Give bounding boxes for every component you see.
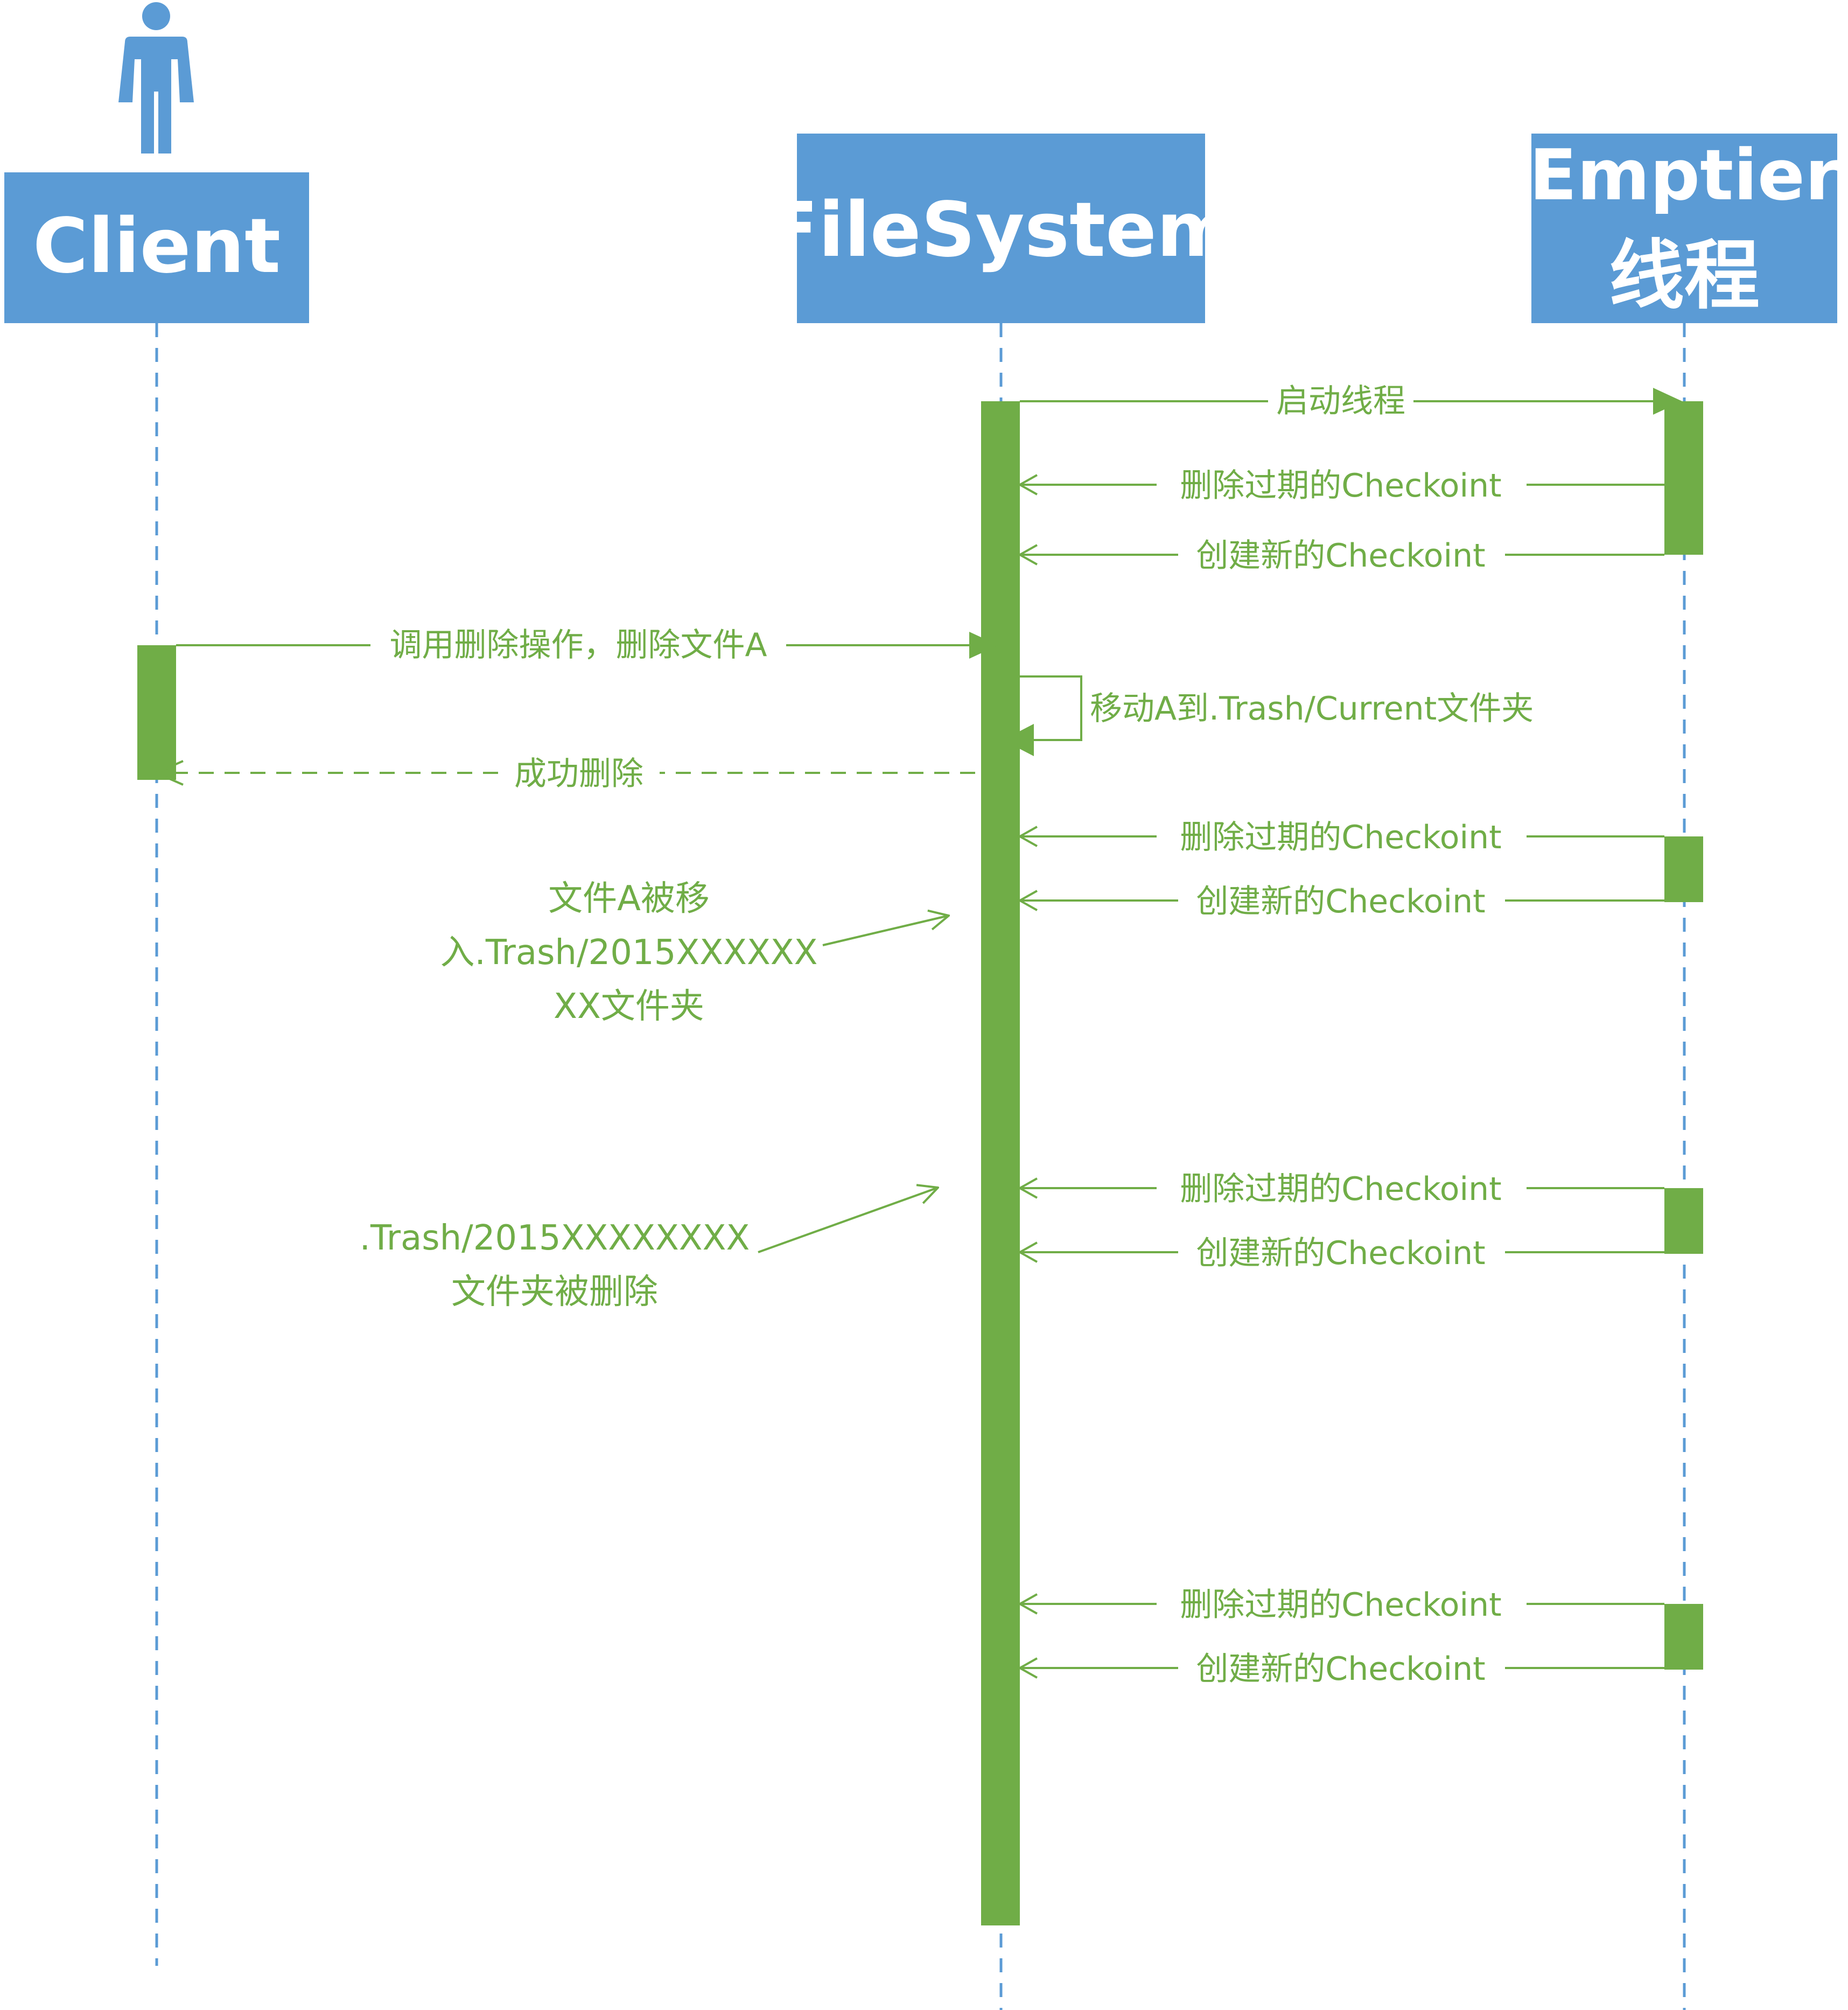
note-line: 文件A被移 — [548, 879, 710, 919]
message-start-thread: 启动线程 — [1020, 382, 1682, 420]
open-arrowhead-icon — [1017, 1593, 1038, 1615]
message-create-new-3: 创建新的Checkoint — [1017, 1234, 1664, 1272]
note-line: XX文件夹 — [554, 987, 704, 1027]
actor-client-title: Client — [33, 203, 281, 290]
message-label: 调用删除操作，删除文件A — [389, 626, 767, 664]
message-create-new-2: 创建新的Checkoint — [1017, 883, 1664, 920]
message-label: 删除过期的Checkoint — [1180, 1586, 1501, 1624]
message-label: 移动A到.Trash/Current文件夹 — [1090, 690, 1534, 728]
message-label: 创建新的Checkoint — [1196, 883, 1485, 920]
message-delete-expired-1: 删除过期的Checkoint — [1017, 467, 1664, 505]
message-client-delete: 调用删除操作，删除文件A — [176, 626, 998, 664]
activation-emptier-4 — [1664, 1604, 1703, 1670]
message-label: 成功删除 — [514, 755, 643, 793]
message-label: 启动线程 — [1276, 382, 1405, 420]
actor-emptier-title-line2: 线程 — [1609, 232, 1760, 320]
message-delete-expired-4: 删除过期的Checkoint — [1017, 1586, 1664, 1624]
message-delete-expired-2: 删除过期的Checkoint — [1017, 819, 1664, 856]
actor-filesystem: FileSystem — [767, 134, 1235, 323]
note-line: .Trash/2015XXXXXXXX — [360, 1218, 750, 1258]
message-label: 删除过期的Checkoint — [1180, 819, 1501, 856]
message-create-new-4: 创建新的Checkoint — [1017, 1650, 1664, 1688]
note-arrow — [758, 1188, 938, 1253]
open-arrowhead-icon — [1017, 1241, 1038, 1263]
open-arrowhead-icon — [1017, 1657, 1038, 1679]
open-arrowhead-icon — [1017, 890, 1038, 911]
actor-filesystem-title: FileSystem — [767, 186, 1235, 274]
open-arrowhead-icon — [153, 760, 184, 786]
solid-arrowhead-icon — [1003, 724, 1034, 756]
activation-filesystem — [981, 401, 1020, 1925]
note-line: 入.Trash/2015XXXXXX — [440, 933, 818, 973]
message-delete-success: 成功删除 — [153, 755, 1001, 793]
message-move-to-current: 移动A到.Trash/Current文件夹 — [1001, 675, 1534, 756]
open-arrowhead-icon — [1017, 826, 1038, 847]
note-line: 文件夹被删除 — [451, 1272, 658, 1312]
note-folder-deleted: .Trash/2015XXXXXXXX 文件夹被删除 — [360, 1188, 938, 1312]
message-label: 删除过期的Checkoint — [1180, 1170, 1501, 1208]
activation-emptier-1 — [1664, 401, 1703, 555]
open-arrowhead-icon — [1017, 474, 1038, 495]
message-delete-expired-3: 删除过期的Checkoint — [1017, 1170, 1664, 1208]
actor-emptier: Emptier 线程 — [1529, 134, 1839, 323]
open-arrowhead-icon — [1017, 1177, 1038, 1199]
open-arrowhead-icon — [1017, 544, 1038, 566]
actor-emptier-title-line1: Emptier — [1529, 134, 1839, 216]
activation-client — [137, 645, 176, 780]
message-label: 删除过期的Checkoint — [1180, 467, 1501, 505]
solid-arrowhead-icon — [1653, 388, 1682, 415]
activation-emptier-3 — [1664, 1188, 1703, 1254]
message-create-new-1: 创建新的Checkoint — [1017, 537, 1664, 575]
solid-arrowhead-icon — [969, 632, 998, 659]
message-label: 创建新的Checkoint — [1196, 537, 1485, 575]
activation-emptier-2 — [1664, 836, 1703, 902]
message-label: 创建新的Checkoint — [1196, 1650, 1485, 1688]
actor-client: Client — [4, 172, 309, 323]
message-label: 创建新的Checkoint — [1196, 1234, 1485, 1272]
person-icon — [118, 2, 194, 153]
note-arrow — [822, 916, 949, 946]
note-moved-into-trash: 文件A被移 入.Trash/2015XXXXXX XX文件夹 — [440, 879, 949, 1027]
